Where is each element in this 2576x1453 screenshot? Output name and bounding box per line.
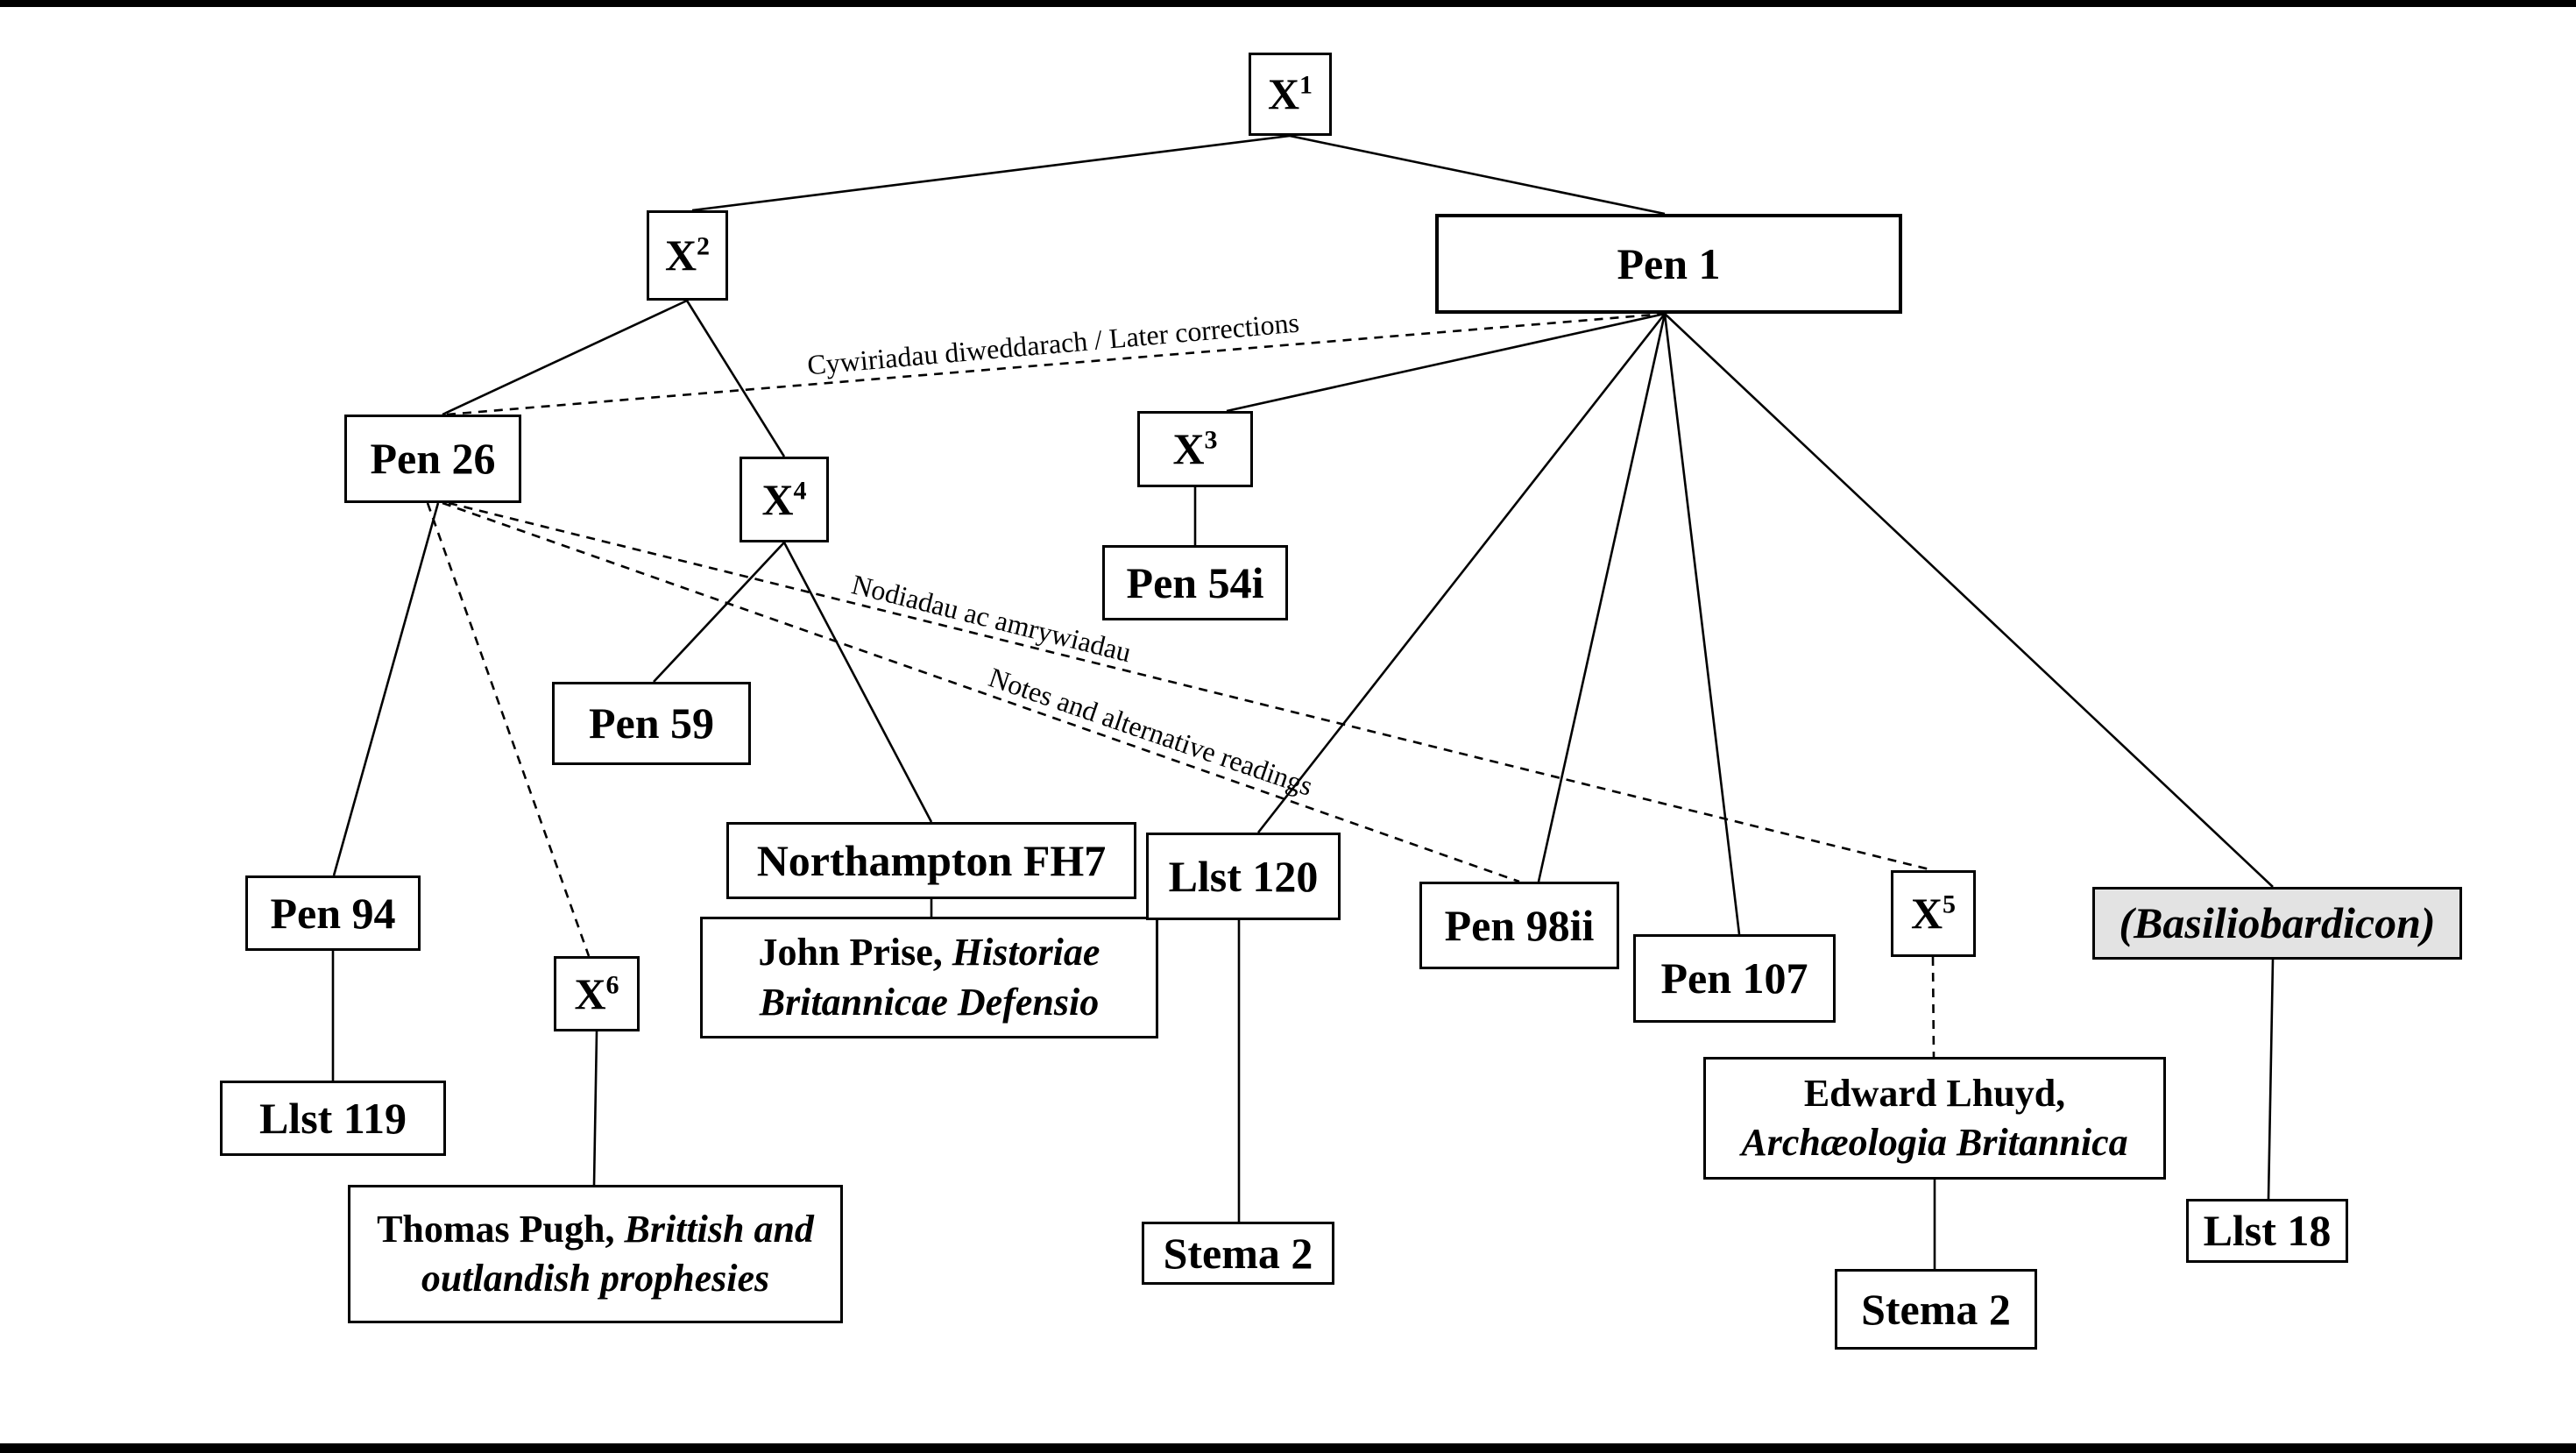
- node-llst120: Llst 120: [1146, 833, 1341, 920]
- edge-x4-northampton: [782, 542, 933, 823]
- node-x5: X5: [1891, 870, 1976, 957]
- node-x2: X2: [647, 210, 728, 301]
- node-pen26-label: Pen 26: [370, 434, 496, 483]
- edge-dashed-pen26-x5-notes: [448, 501, 1934, 872]
- edge-x2-x4: [685, 300, 786, 457]
- node-pen59: Pen 59: [552, 682, 751, 765]
- node-pen26: Pen 26: [344, 415, 521, 503]
- bottom-border-bar: [0, 1443, 2576, 1453]
- node-pen54i-label: Pen 54i: [1126, 557, 1264, 607]
- edge-x1-x2: [691, 134, 1291, 212]
- node-x4-label: X4: [761, 474, 807, 524]
- node-stema2-right: Stema 2: [1835, 1269, 2037, 1350]
- node-x3: X3: [1137, 411, 1253, 487]
- edge-dashed-pen26-x6: [426, 502, 591, 957]
- node-x2-label: X2: [664, 230, 711, 280]
- node-john-prise: John Prise, Historiae Britannicae Defens…: [700, 917, 1158, 1038]
- node-pen98ii-label: Pen 98ii: [1444, 900, 1595, 950]
- node-pen59-label: Pen 59: [588, 698, 715, 748]
- node-edward-lhuyd-line2: Archæologia Britannica: [1741, 1121, 2128, 1164]
- node-pen54i: Pen 54i: [1102, 545, 1288, 620]
- edge-pen1-llst120: [1256, 313, 1667, 833]
- node-x5-label: X5: [1910, 889, 1957, 938]
- edge-label-notes-readings: Notes and alternative readings: [985, 661, 1317, 801]
- edge-pen1-pen107: [1663, 313, 1741, 935]
- node-llst18-label: Llst 18: [2203, 1206, 2332, 1255]
- node-basiliobardicon: (Basiliobardicon): [2092, 887, 2462, 960]
- edge-pen1-x3: [1226, 312, 1666, 413]
- node-thomas-pugh: Thomas Pugh, Brittish and outlandish pro…: [348, 1185, 843, 1323]
- node-x6: X6: [554, 956, 640, 1031]
- node-x6-label: X6: [574, 968, 619, 1018]
- node-pen94: Pen 94: [245, 875, 421, 951]
- node-x1: X1: [1249, 53, 1332, 136]
- node-northampton-fh7-label: Northampton FH7: [756, 835, 1107, 885]
- node-pen1: Pen 1: [1435, 214, 1902, 314]
- node-john-prise-line2: Britannicae Defensio: [759, 980, 1100, 1024]
- edge-x1-pen1: [1289, 134, 1666, 216]
- edge-pen26-pen94: [332, 502, 440, 876]
- node-basiliobardicon-label: (Basiliobardicon): [2119, 898, 2436, 947]
- node-edward-lhuyd-line1: Edward Lhuyd,: [1803, 1071, 2066, 1115]
- node-john-prise-line1: John Prise, Historiae: [758, 931, 1100, 975]
- node-pen107-label: Pen 107: [1660, 953, 1808, 1003]
- node-llst18: Llst 18: [2186, 1199, 2348, 1263]
- node-x4: X4: [740, 457, 829, 542]
- node-pen107: Pen 107: [1633, 934, 1836, 1023]
- node-pen98ii: Pen 98ii: [1419, 882, 1619, 969]
- edge-basiliobardicon-llst18: [2267, 959, 2275, 1200]
- edge-x6-thomaspugh: [592, 1031, 598, 1186]
- node-northampton-fh7: Northampton FH7: [726, 822, 1136, 899]
- edge-pen1-pen98ii: [1537, 313, 1667, 882]
- node-pen1-label: Pen 1: [1617, 238, 1721, 288]
- node-thomas-pugh-line2: outlandish prophesies: [421, 1257, 770, 1300]
- node-x3-label: X3: [1172, 424, 1218, 473]
- node-llst119-label: Llst 119: [258, 1093, 407, 1143]
- edge-dashed-x5-edwardlhuyd: [1931, 956, 1936, 1058]
- node-stema2-left-label: Stema 2: [1163, 1228, 1313, 1278]
- edge-label-nodiadau: Nodiadau ac amrywiadau: [849, 568, 1135, 668]
- node-llst119: Llst 119: [220, 1081, 446, 1156]
- node-thomas-pugh-line1: Thomas Pugh, Brittish and: [377, 1207, 814, 1251]
- node-stema2-left: Stema 2: [1142, 1222, 1334, 1285]
- node-pen94-label: Pen 94: [270, 888, 396, 938]
- top-border-bar: [0, 0, 2576, 7]
- node-edward-lhuyd: Edward Lhuyd, Archæologia Britannica: [1703, 1057, 2166, 1180]
- edge-x4-pen59: [653, 542, 785, 683]
- node-stema2-right-label: Stema 2: [1861, 1284, 2011, 1334]
- node-llst120-label: Llst 120: [1168, 851, 1319, 901]
- edge-label-later-corrections: Cywiriadau diweddarach / Later correctio…: [806, 307, 1300, 381]
- edge-dashed-pen26-pen98ii-notes: [442, 501, 1520, 883]
- edge-pen1-basiliobardicon: [1664, 313, 2274, 888]
- node-x1-label: X1: [1267, 69, 1313, 118]
- edge-x2-pen26: [442, 299, 688, 416]
